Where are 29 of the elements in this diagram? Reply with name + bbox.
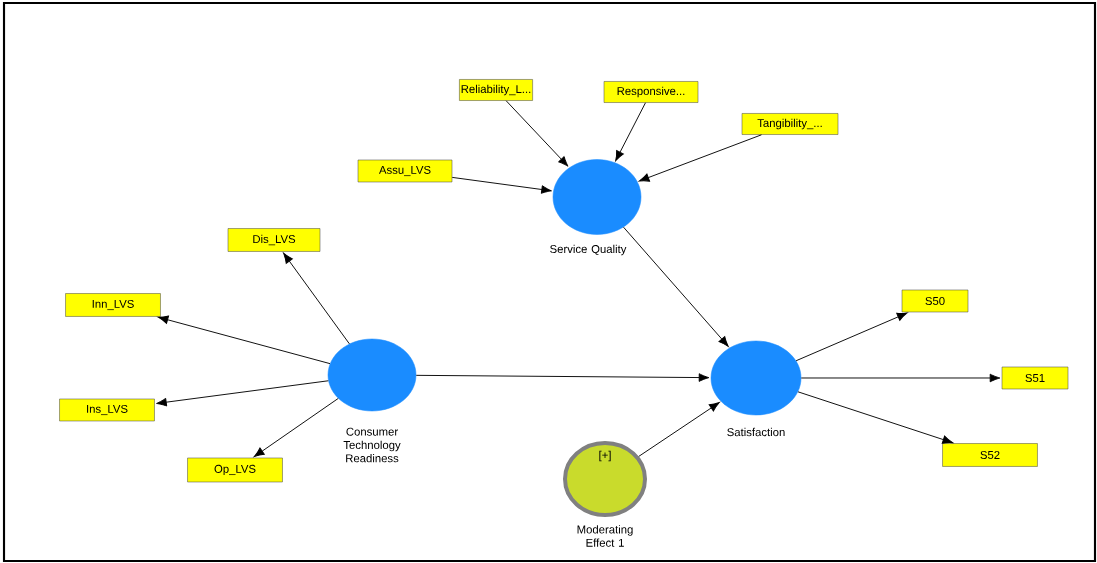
arrow <box>415 373 710 382</box>
indicator-box: Reliability_L... <box>459 79 533 101</box>
node-label: Moderating Effect 1 <box>577 525 633 547</box>
arrow <box>638 134 762 182</box>
arrow <box>253 397 339 458</box>
indicator-box: S52 <box>942 443 1038 467</box>
indicator-box: Assu_LVS <box>357 159 453 183</box>
indicator-box: Dis_LVS <box>227 228 321 252</box>
indicator-box: Inn_LVS <box>65 293 161 317</box>
indicator-box: Tangibility_... <box>741 113 839 135</box>
node-label: Satisfaction <box>727 427 785 437</box>
arrow <box>638 402 720 457</box>
indicator-box: Ins_LVS <box>59 398 155 422</box>
arrow <box>797 391 954 444</box>
arrow <box>615 102 646 162</box>
arrow <box>795 312 908 362</box>
indicator-box: Responsive... <box>603 81 699 103</box>
arrow <box>156 380 329 407</box>
arrow <box>623 226 729 347</box>
arrow <box>157 315 331 365</box>
arrow <box>505 100 569 167</box>
node-label: Service Quality <box>550 244 627 256</box>
arrow <box>800 373 1001 383</box>
arrow <box>283 252 350 345</box>
indicator-box: S51 <box>1001 366 1069 390</box>
node-label: Consumer Technology Readiness <box>343 427 401 463</box>
indicator-box: S50 <box>901 289 969 313</box>
arrow <box>451 176 552 194</box>
indicator-box: Op_LVS <box>187 457 283 483</box>
